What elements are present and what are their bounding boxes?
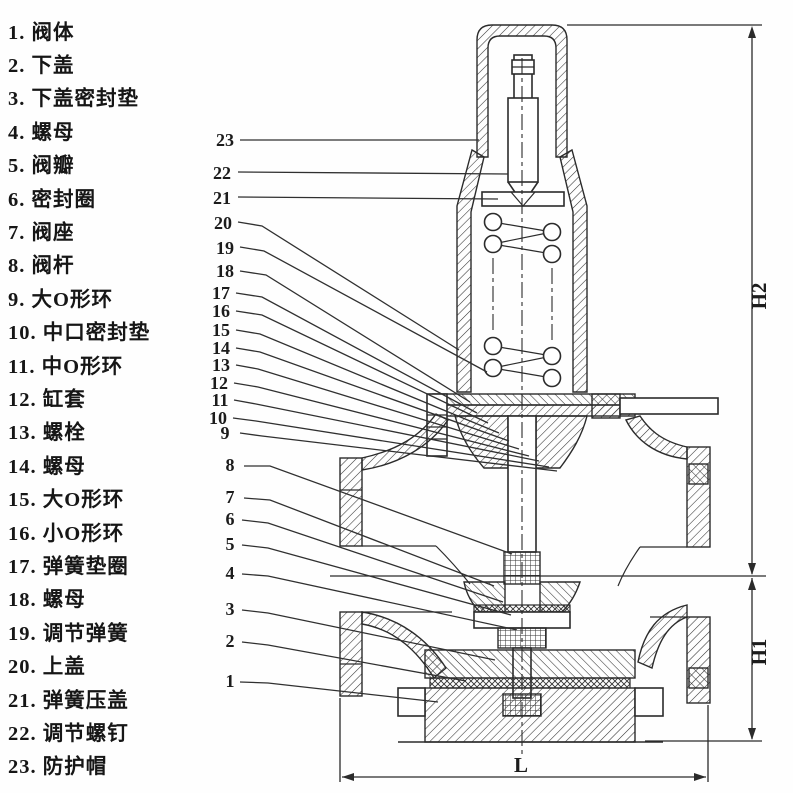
part-list-item: 6. 密封圈 (8, 188, 96, 211)
part-list-item: 23. 防护帽 (8, 756, 108, 779)
part-list-item: 14. 螺母 (8, 455, 86, 478)
callout-number: 2 (226, 631, 235, 651)
callout-number: 21 (213, 188, 231, 208)
pipe-flanges (339, 446, 711, 704)
part-list-item: 18. 螺母 (8, 589, 86, 612)
callout-number: 23 (216, 130, 234, 150)
part-list-item: 21. 弹簧压盖 (8, 689, 129, 712)
callout-number: 8 (226, 455, 235, 475)
part-list-item: 13. 螺栓 (8, 422, 86, 445)
body-walls (361, 413, 688, 680)
callout-number: 22 (213, 163, 231, 183)
dimension-h1-label: H1 (747, 639, 771, 666)
part-list-item: 19. 调节弹簧 (8, 622, 129, 645)
part-list-item: 1. 阀体 (8, 21, 75, 44)
part-list-item: 12. 缸套 (8, 388, 86, 411)
callout-number: 18 (216, 261, 234, 281)
part-list-item: 10. 中口密封垫 (8, 322, 151, 345)
part-list-item: 15. 大O形环 (8, 489, 125, 512)
callout-number: 10 (209, 408, 227, 428)
callout-number: 3 (226, 599, 235, 619)
yoke-walls (454, 415, 588, 469)
part-list-item: 3. 下盖密封垫 (8, 88, 139, 111)
callout-number: 17 (212, 283, 230, 303)
callout-number: 6 (226, 509, 235, 529)
part-list-item: 11. 中O形环 (8, 355, 124, 378)
part-list-item: 5. 阀瓣 (8, 155, 75, 178)
callout-number: 20 (214, 213, 232, 233)
dimension-h1: H1 (645, 578, 771, 742)
callout-number: 5 (226, 534, 235, 554)
part-list-item: 7. 阀座 (8, 222, 75, 245)
callout-number: 16 (212, 301, 230, 321)
dimension-l: L (339, 698, 709, 782)
callout-number: 4 (226, 563, 235, 583)
part-list-item: 22. 调节螺钉 (8, 722, 129, 745)
bottom-cover (397, 649, 664, 743)
bonnet-spring-chamber (456, 148, 588, 393)
callout-number: 1 (226, 671, 235, 691)
dimension-l-label: L (514, 753, 528, 777)
callout-number: 9 (221, 423, 230, 443)
bonnet-body-flange-joint (426, 393, 719, 457)
callout-numbers: 23 22 21 20 19 18 17 16 15 14 13 12 11 1… (209, 130, 235, 691)
protective-cap (476, 24, 568, 158)
part-list-item: 8. 阀杆 (8, 255, 75, 278)
callout-number: 19 (216, 238, 234, 258)
part-list-item: 17. 弹簧垫圈 (8, 555, 129, 578)
dimension-h2-label: H2 (747, 283, 771, 310)
part-list-item: 9. 大O形环 (8, 288, 113, 311)
part-list-item: 2. 下盖 (8, 55, 75, 78)
callout-number: 14 (212, 338, 230, 358)
part-list-item: 20. 上盖 (8, 656, 86, 679)
parts-list: 1. 阀体 2. 下盖 3. 下盖密封垫 4. 螺母 5. 阀瓣 6. 密封圈 … (8, 13, 223, 781)
callout-number: 12 (210, 373, 228, 393)
part-list-item: 16. 小O形环 (8, 522, 125, 545)
callout-number: 7 (226, 487, 235, 507)
callout-number: 15 (212, 320, 230, 340)
callout-number: 11 (211, 390, 228, 410)
dimension-h2: H2 (567, 24, 771, 575)
adjusting-screw (507, 54, 539, 206)
part-list-item: 4. 螺母 (8, 121, 75, 144)
callout-number: 13 (212, 355, 230, 375)
leader-lines (232, 139, 558, 703)
